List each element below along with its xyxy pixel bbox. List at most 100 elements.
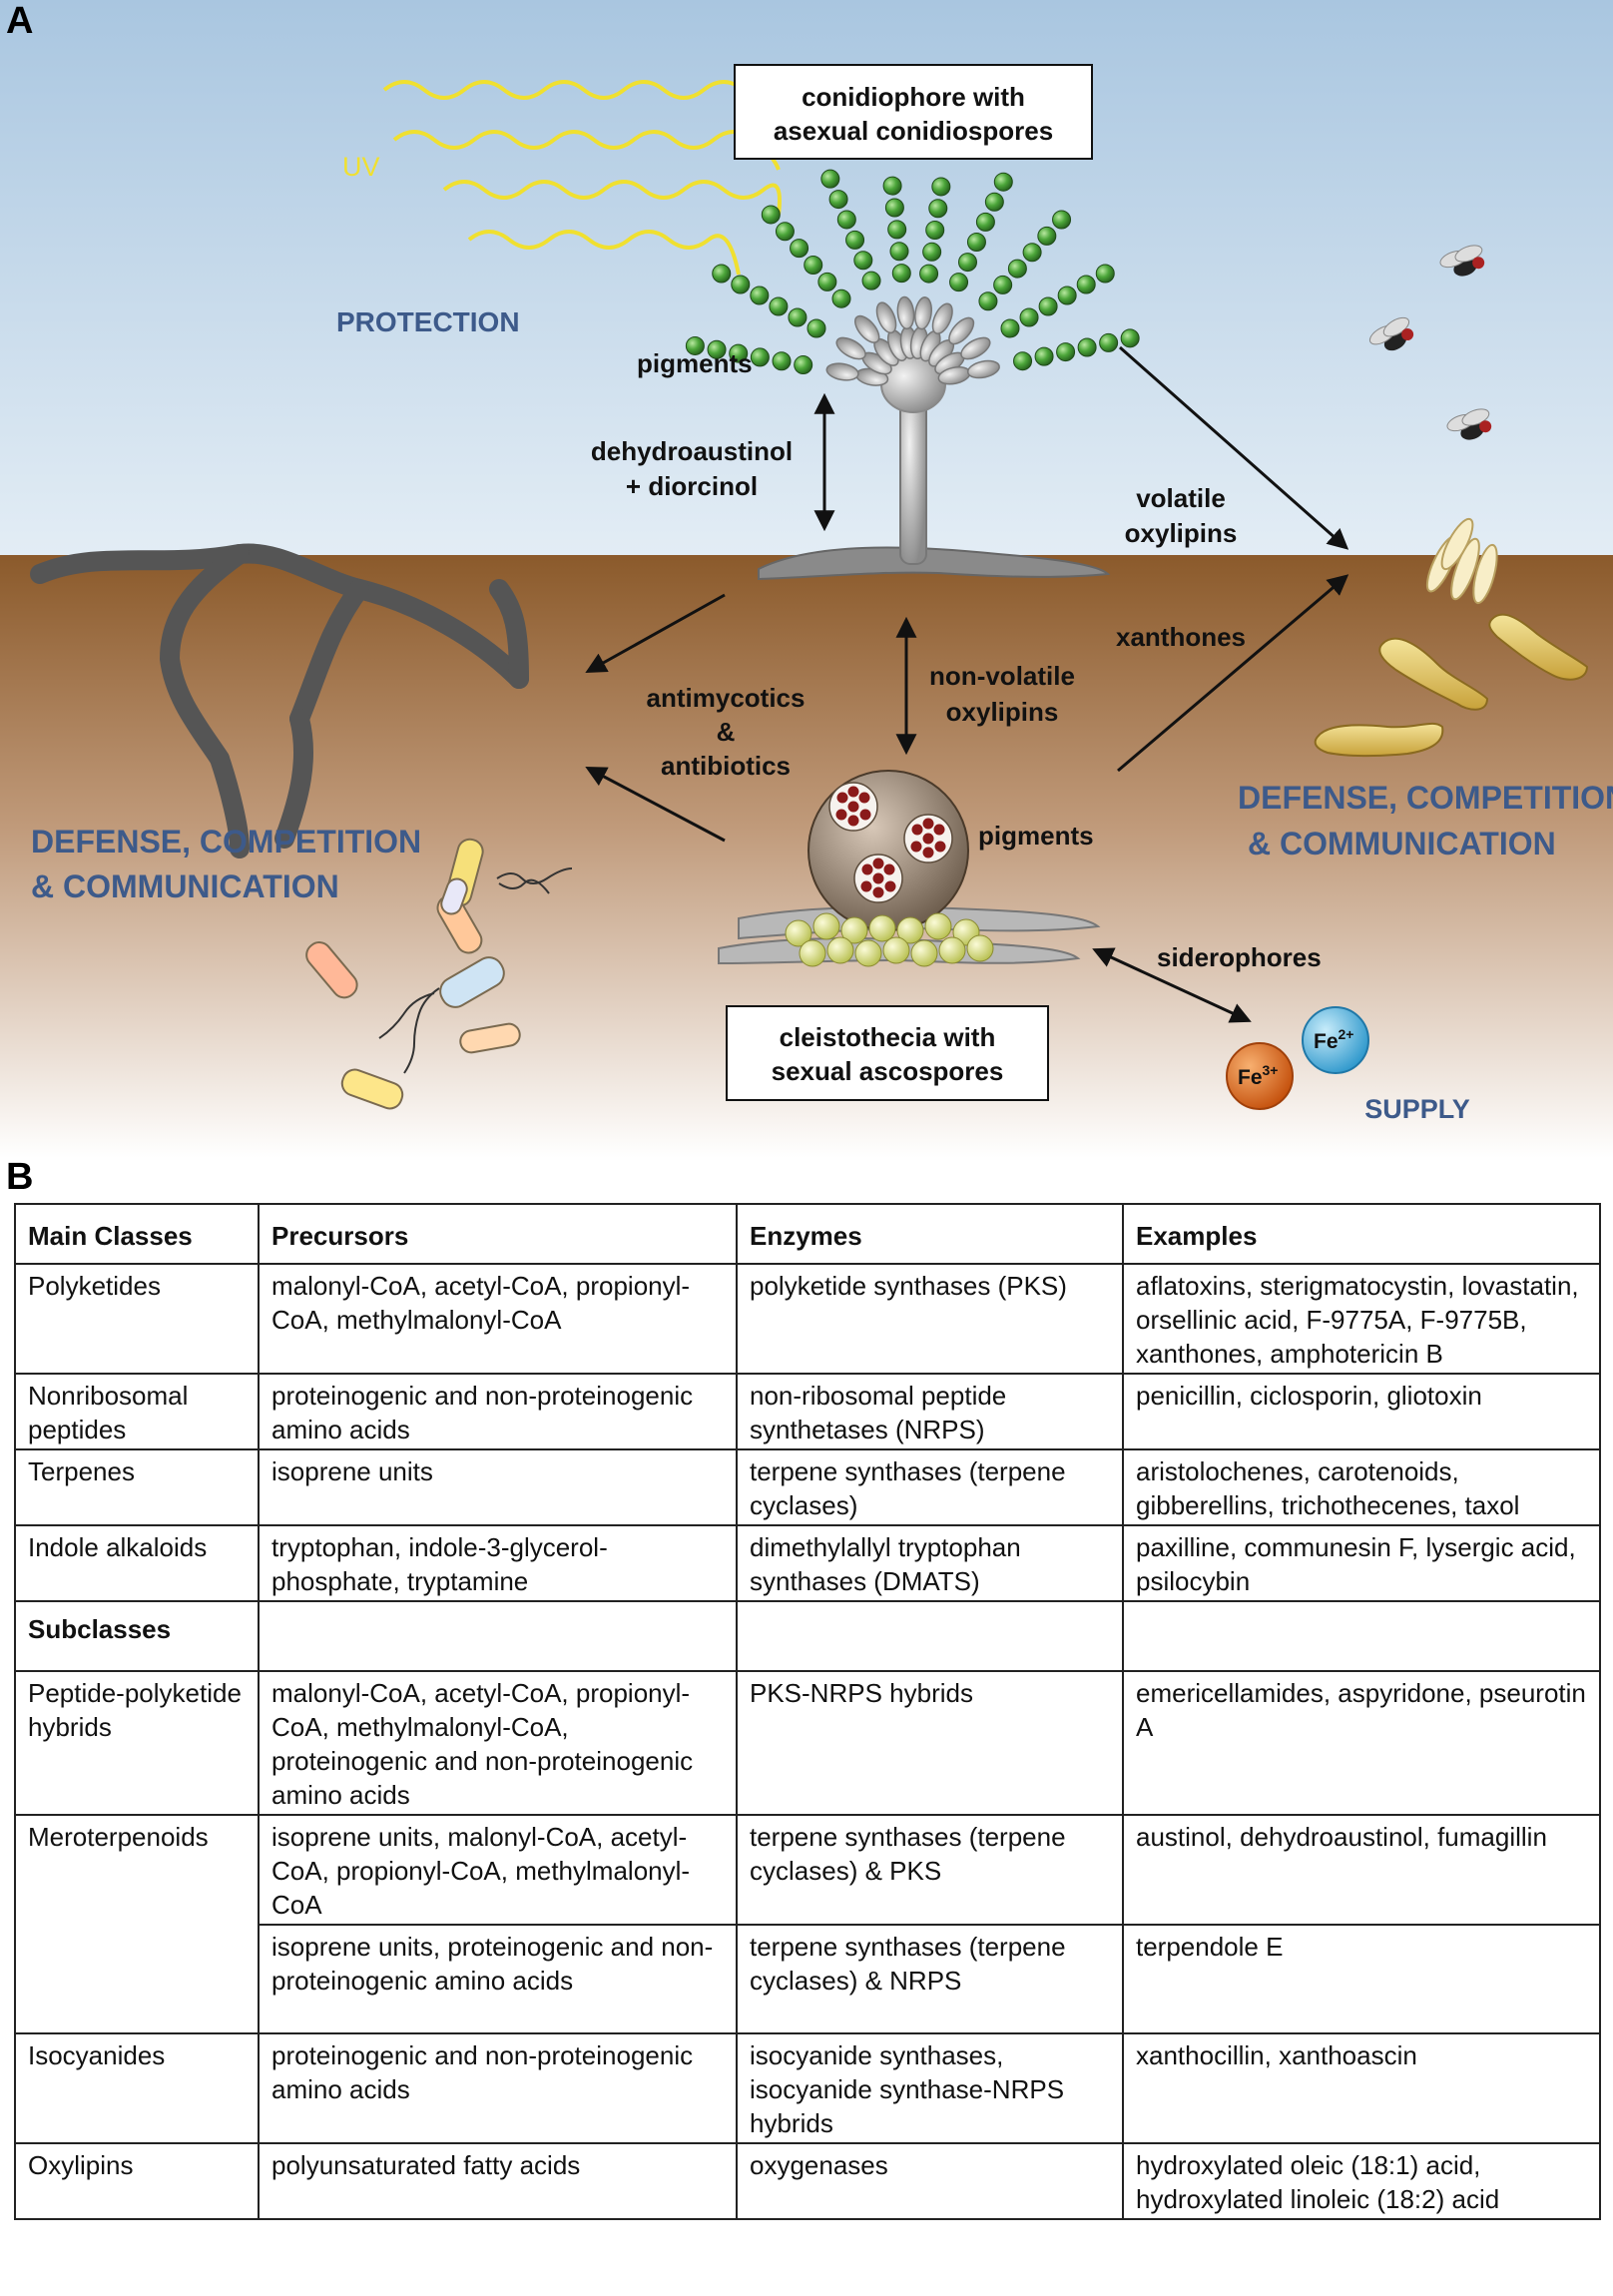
protection-label: PROTECTION [336,306,520,337]
conidiophore-label-box [734,64,1093,160]
non-volatile-oxylipins-label: oxylipins [946,697,1059,727]
cell-enzymes: oxygenases [736,2142,1124,2220]
diorcinol-label: + diorcinol [626,471,758,501]
cell-enzymes: isocyanide synthases, isocyanide synthas… [736,2032,1124,2144]
cell-precursors: malonyl-CoA, acetyl-CoA, propionyl-CoA, … [258,1263,738,1375]
cleistothecia-label-box [726,1005,1049,1101]
conidiophore-label-line1: conidiophore with [802,82,1025,112]
arrow-xanthones [1117,574,1349,773]
fly-icon [1368,245,1492,440]
cell-examples: penicillin, ciclosporin, gliotoxin [1122,1373,1601,1450]
hyphae-icon [30,543,529,859]
cell-class: Meroterpenoids [14,1814,260,1925]
cell-examples: aflatoxins, sterigmatocystin, lovastatin… [1122,1263,1601,1375]
dcc-left-line1: DEFENSE, COMPETITION [31,824,421,860]
cell-enzymes: PKS-NRPS hybrids [736,1670,1124,1816]
cell-class: Indole alkaloids [14,1524,260,1602]
arrows [585,345,1349,1023]
antimycotics-label: antimycotics [647,683,806,713]
cell-class: Terpenes [14,1448,260,1526]
supply-label: SUPPLY [1364,1094,1470,1124]
cell-examples: hydroxylated oleic (18:1) acid, hydroxyl… [1122,2142,1601,2220]
cell-precursors: polyunsaturated fatty acids [258,2142,738,2220]
cell-class: Nonribosomal peptides [14,1373,260,1450]
cell-class: Isocyanides [14,2032,260,2144]
cell-enzymes: terpene synthases (terpene cyclases) [736,1448,1124,1526]
pigments-top-label: pigments [637,348,753,378]
non-volatile-label: non-volatile [929,661,1075,691]
antibiotics-label: antibiotics [661,751,791,781]
cell-precursors: malonyl-CoA, acetyl-CoA, propionyl-CoA, … [258,1670,738,1816]
fe2-ion-icon [1302,1006,1369,1074]
arrow-antimycotics-upper [585,593,726,674]
cell-class: Oxylipins [14,2142,260,2220]
cell-examples: terpendole E [1122,1924,1601,2034]
panel-b-table: Main Classes Precursors Enzymes Examples… [14,1203,1601,2220]
cell-enzymes: terpene synthases (terpene cyclases) & P… [736,1814,1124,1926]
cell-examples: aristolochenes, carotenoids, gibberellin… [1122,1448,1601,1526]
ascospores-icon [828,782,953,903]
header-precursors: Precursors [258,1203,738,1265]
insect-eggs-icon [1425,517,1498,605]
subclasses-header: Subclasses [14,1600,260,1672]
cell-enzymes: dimethylallyl tryptophan synthases (DMAT… [736,1524,1124,1602]
table-row: Isocyanides proteinogenic and non-protei… [14,2032,1601,2144]
subclasses-header-row: Subclasses [14,1600,1601,1672]
panel-b-label: B [6,1156,34,1198]
arrow-volatile-oxylipins [1119,345,1349,550]
bacteria-icon [305,838,521,1110]
flagella-icon [378,867,573,1074]
uv-rays-icon [382,80,785,276]
hulle-cells-icon [785,912,994,967]
pigments-mid-label: pigments [978,821,1094,851]
table-row: Indole alkaloids tryptophan, indole-3-gl… [14,1524,1601,1602]
table-row: Nonribosomal peptides proteinogenic and … [14,1373,1601,1450]
cell-precursors: proteinogenic and non-proteinogenic amin… [258,2032,738,2144]
cell-precursors: isoprene units [258,1448,738,1526]
fe3-label: Fe3+ [1238,1062,1278,1089]
cell-precursors: proteinogenic and non-proteinogenic amin… [258,1373,738,1450]
ecology-illustration: Fe3+ Fe2+ conidiophore with asexual coni… [0,0,1613,1158]
dcc-right-line1: DEFENSE, COMPETITION [1238,780,1613,816]
conidiospores-icon [685,169,1140,375]
cell-enzymes: terpene synthases (terpene cyclases) & N… [736,1924,1124,2034]
table-header-row: Main Classes Precursors Enzymes Examples [14,1203,1601,1265]
table-row: isoprene units, proteinogenic and non-pr… [14,1924,1601,2034]
table-row: Peptide-polyketide hybrids malonyl-CoA, … [14,1670,1601,1816]
table-row: Terpenes isoprene units terpene synthase… [14,1448,1601,1526]
header-main-classes: Main Classes [14,1203,260,1265]
panel-a-label: A [6,0,34,42]
cell-class: Polyketides [14,1263,260,1375]
arrow-siderophores [1092,947,1252,1023]
cell-precursors: tryptophan, indole-3-glycerol-phosphate,… [258,1524,738,1602]
fe2-label: Fe2+ [1314,1026,1353,1053]
diagram-labels: conidiophore with asexual conidiospores … [591,82,1322,1086]
cell-class: Peptide-polyketide hybrids [14,1670,260,1816]
table-row: Oxylipins polyunsaturated fatty acids ox… [14,2142,1601,2220]
phialides-icon [825,295,1000,386]
conidiophore-label-line2: asexual conidiospores [774,116,1053,146]
empty-cell [736,1600,1124,1672]
cell-examples: xanthocillin, xanthoascin [1122,2032,1601,2144]
siderophores-label: siderophores [1157,942,1322,972]
panel-a-diagram: Fe3+ Fe2+ conidiophore with asexual coni… [0,0,1613,1158]
cleistothecia-label-line1: cleistothecia with [780,1022,996,1052]
empty-cell [1122,1600,1601,1672]
cell-class-continued [14,1925,260,2034]
cleistothecia-label-line2: sexual ascospores [772,1056,1004,1086]
cell-precursors: isoprene units, malonyl-CoA, acetyl-CoA,… [258,1814,738,1926]
dehydroaustinol-label: dehydroaustinol [591,436,793,466]
cell-enzymes: polyketide synthases (PKS) [736,1263,1124,1375]
arrow-antimycotics-lower [585,767,726,843]
uv-label: UV [342,152,380,182]
table-row: Meroterpenoids isoprene units, malonyl-C… [14,1814,1601,1926]
cell-examples: emericellamides, aspyridone, pseurotin A [1122,1670,1601,1816]
header-examples: Examples [1122,1203,1601,1265]
volatile-oxylipins-label: oxylipins [1125,518,1238,548]
larva-icon [1314,613,1589,758]
table-row: Polyketides malonyl-CoA, acetyl-CoA, pro… [14,1263,1601,1375]
volatile-label: volatile [1136,483,1226,513]
cell-examples: paxilline, communesin F, lysergic acid, … [1122,1524,1601,1602]
metabolite-classes-table: Main Classes Precursors Enzymes Examples… [14,1203,1601,2220]
empty-cell [258,1600,738,1672]
